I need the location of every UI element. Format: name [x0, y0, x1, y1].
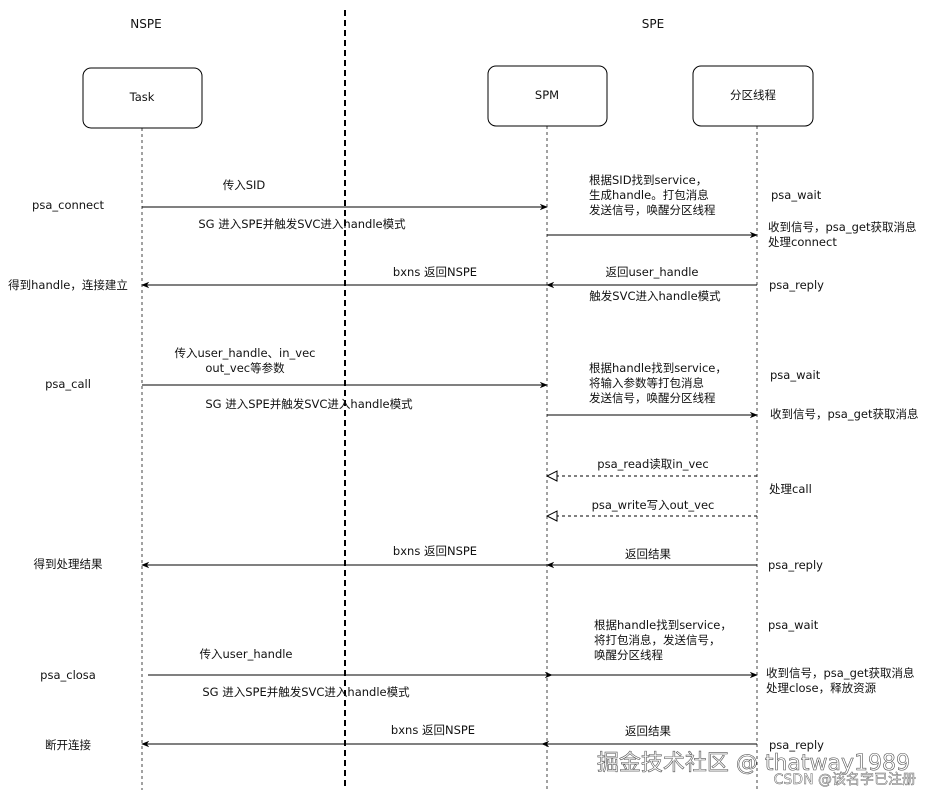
label-recv-2: 收到信号，psa_get获取消息	[770, 407, 918, 421]
msg-bxns-return-2: bxns 返回NSPE	[393, 544, 477, 558]
spm-note-3-line1: 根据handle找到service，	[594, 618, 732, 632]
msg-svc-handle-mode: 触发SVC进入handle模式	[589, 289, 721, 303]
msg-sg-enter-spe-3: SG 进入SPE并触发SVC进入handle模式	[202, 685, 410, 699]
label-psa-reply-1: psa_reply	[769, 278, 824, 292]
msg-bxns-return-3: bxns 返回NSPE	[391, 723, 475, 737]
msg-sg-enter-spe-2: SG 进入SPE并触发SVC进入handle模式	[205, 397, 413, 411]
spm-note-2-line1: 根据handle找到service，	[589, 361, 727, 375]
label-psa-wait-3: psa_wait	[768, 618, 819, 632]
region-title-nspe: NSPE	[130, 17, 161, 31]
participant-partition-thread-label: 分区线程	[730, 88, 776, 102]
msg-return-result-2: 返回结果	[625, 547, 671, 561]
label-psa-closa: psa_closa	[40, 668, 96, 682]
msg-pass-user-handle: 传入user_handle	[199, 647, 292, 661]
label-psa-reply-2: psa_reply	[768, 558, 823, 572]
label-connect-result: 得到handle，连接建立	[8, 278, 128, 292]
label-psa-wait-2: psa_wait	[770, 368, 821, 382]
watermark-juejin: 掘金技术社区 @ thatway1989	[597, 751, 910, 776]
spm-note-2-line3: 发送信号，唤醒分区线程	[589, 391, 716, 405]
label-call-result: 得到处理结果	[34, 557, 103, 571]
label-recv-1-line2: 处理connect	[768, 235, 837, 249]
msg-pass-params-line2: out_vec等参数	[205, 361, 285, 375]
region-title-spe: SPE	[642, 17, 664, 31]
spm-note-1-line2: 生成handle。打包消息	[589, 188, 709, 202]
label-process-call: 处理call	[769, 482, 812, 496]
spm-note-2-line2: 将输入参数等打包消息	[589, 376, 704, 390]
msg-sg-enter-spe-1: SG 进入SPE并触发SVC进入handle模式	[198, 217, 406, 231]
msg-pass-sid: 传入SID	[223, 178, 266, 192]
participant-spm-label: SPM	[535, 88, 559, 102]
participant-partition-thread: 分区线程	[692, 65, 814, 127]
participant-task-label: Task	[129, 90, 155, 104]
watermark-csdn: CSDN @该名字已注册	[774, 772, 916, 788]
msg-pass-params-line1: 传入user_handle、in_vec	[175, 346, 316, 360]
participant-task: Task	[82, 67, 203, 129]
label-psa-reply-3: psa_reply	[769, 738, 824, 752]
label-psa-call: psa_call	[45, 377, 91, 391]
msg-return-result-3: 返回结果	[625, 724, 671, 738]
msg-psa-write: psa_write写入out_vec	[592, 498, 715, 512]
label-psa-wait-1: psa_wait	[771, 188, 822, 202]
label-recv-1-line1: 收到信号，psa_get获取消息	[768, 220, 916, 234]
msg-bxns-return-1: bxns 返回NSPE	[393, 265, 477, 279]
spm-note-1-line3: 发送信号，唤醒分区线程	[589, 203, 716, 217]
participant-spm: SPM	[487, 65, 608, 127]
msg-psa-read: psa_read读取in_vec	[597, 457, 708, 471]
label-close-result: 断开连接	[45, 738, 91, 752]
spm-note-3-line2: 将打包消息，发送信号，	[594, 633, 721, 647]
label-recv-3-line1: 收到信号，psa_get获取消息	[766, 666, 914, 680]
spm-note-1-line1: 根据SID找到service，	[589, 173, 707, 187]
label-psa-connect: psa_connect	[32, 198, 104, 212]
msg-return-user-handle: 返回user_handle	[605, 265, 698, 279]
spm-note-3-line3: 唤醒分区线程	[594, 648, 663, 662]
label-recv-3-line2: 处理close，释放资源	[766, 681, 877, 695]
